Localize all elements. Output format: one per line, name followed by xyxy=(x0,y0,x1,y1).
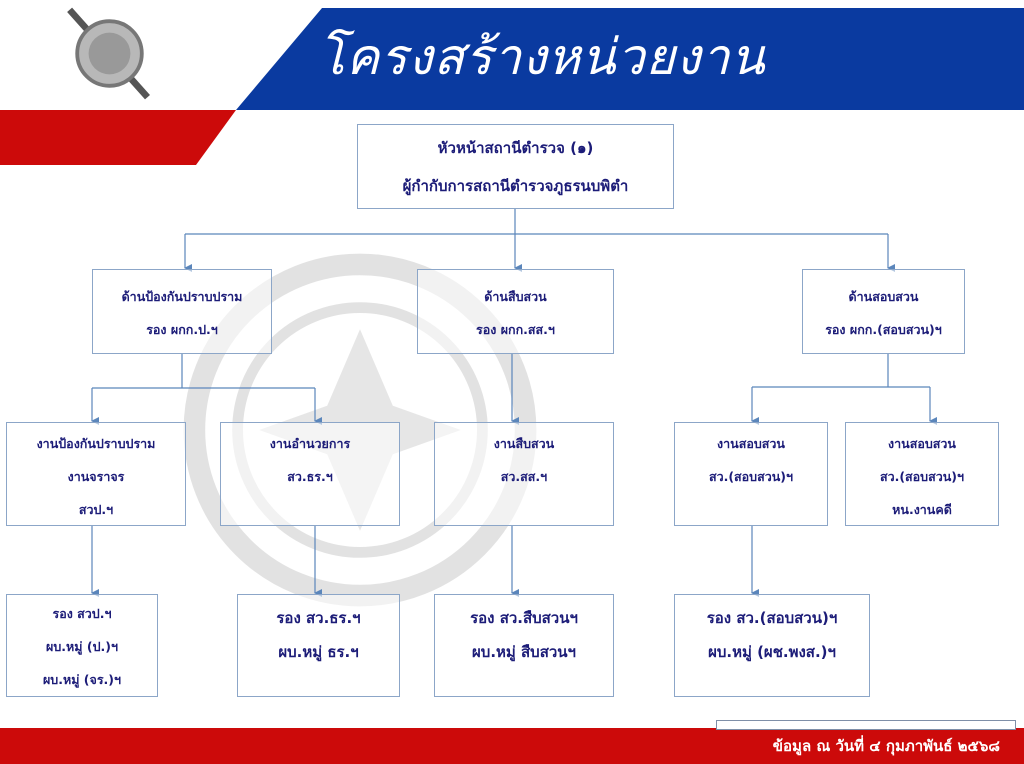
org-box-deputy-admin: รอง สว.ธร.ฯ ผบ.หมู่ ธร.ฯ xyxy=(237,594,400,697)
box-line: รอง ผกก.ป.ฯ xyxy=(146,322,218,337)
org-box-investigation-unit: งานสืบสวน สว.สส.ฯ xyxy=(434,422,614,526)
box-line: ผบ.หมู่ (ผช.พงส.)ฯ xyxy=(708,643,836,661)
box-line: ผู้กำกับการสถานีตำรวจภูธรนบพิตำ xyxy=(402,177,629,195)
header-banner xyxy=(236,8,1024,110)
header-accent xyxy=(0,110,236,165)
org-box-investigation: ด้านสืบสวน รอง ผกก.สส.ฯ xyxy=(417,269,614,354)
box-line: งานสืบสวน xyxy=(493,436,555,451)
org-box-prevention: ด้านป้องกันปราบปราม รอง ผกก.ป.ฯ xyxy=(92,269,272,354)
box-line: ด้านป้องกันปราบปราม xyxy=(121,289,243,304)
police-seal-icon xyxy=(67,7,150,100)
box-line: หัวหน้าสถานีตำรวจ (๑) xyxy=(437,139,594,157)
org-box-prevention-traffic: งานป้องกันปราบปราม งานจราจร สวป.ฯ xyxy=(6,422,186,526)
box-line: ด้านสืบสวน xyxy=(484,289,547,304)
box-line: รอง สว.(สอบสวน)ฯ xyxy=(706,609,838,627)
org-box-case-unit: งานสอบสวน สว.(สอบสวน)ฯ หน.งานคดี xyxy=(845,422,999,526)
box-line: หน.งานคดี xyxy=(892,502,952,517)
box-line: ผบ.หมู่ (จร.)ฯ xyxy=(42,672,122,687)
org-box-deputy-investigation: รอง สว.สืบสวนฯ ผบ.หมู่ สืบสวนฯ xyxy=(434,594,614,697)
box-line: งานสอบสวน xyxy=(888,436,956,451)
box-line: สวป.ฯ xyxy=(78,502,114,517)
box-line: งานจราจร xyxy=(67,469,125,484)
org-box-inquiry-unit: งานสอบสวน สว.(สอบสวน)ฯ xyxy=(674,422,828,526)
box-line: ผบ.หมู่ สืบสวนฯ xyxy=(472,643,576,661)
org-box-station-chief: หัวหน้าสถานีตำรวจ (๑) ผู้กำกับการสถานีตำ… xyxy=(357,124,674,209)
box-line: รอง ผกก.สส.ฯ xyxy=(476,322,555,337)
box-line: ผบ.หมู่ ธร.ฯ xyxy=(278,643,359,661)
footer-frame xyxy=(716,720,1016,730)
box-line: ด้านสอบสวน xyxy=(848,289,919,304)
box-line: สว.สส.ฯ xyxy=(500,469,548,484)
box-line: สว.(สอบสวน)ฯ xyxy=(879,469,965,484)
org-box-administration: งานอำนวยการ สว.ธร.ฯ xyxy=(220,422,400,526)
footer-bar xyxy=(0,728,1024,764)
data-date: ข้อมูล ณ วันที่ ๔ กุมภาพันธ์ ๒๕๖๘ xyxy=(772,737,1000,755)
box-line: สว.(สอบสวน)ฯ xyxy=(708,469,794,484)
page-title: โครงสร้างหน่วยงาน xyxy=(318,28,766,86)
org-box-inquiry: ด้านสอบสวน รอง ผกก.(สอบสวน)ฯ xyxy=(802,269,965,354)
box-line: รอง ผกก.(สอบสวน)ฯ xyxy=(825,322,942,337)
box-line: งานสอบสวน xyxy=(717,436,785,451)
org-box-deputy-prevention: รอง สวป.ฯ ผบ.หมู่ (ป.)ฯ ผบ.หมู่ (จร.)ฯ xyxy=(6,594,158,697)
org-box-deputy-inquiry: รอง สว.(สอบสวน)ฯ ผบ.หมู่ (ผช.พงส.)ฯ xyxy=(674,594,870,697)
box-line: รอง สว.ธร.ฯ xyxy=(276,609,361,627)
box-line: งานป้องกันปราบปราม xyxy=(36,436,156,451)
box-line: สว.ธร.ฯ xyxy=(287,469,333,484)
box-line: รอง สว.สืบสวนฯ xyxy=(470,609,578,627)
box-line: งานอำนวยการ xyxy=(269,436,351,451)
box-line: ผบ.หมู่ (ป.)ฯ xyxy=(46,639,118,654)
box-line: รอง สวป.ฯ xyxy=(52,606,112,621)
